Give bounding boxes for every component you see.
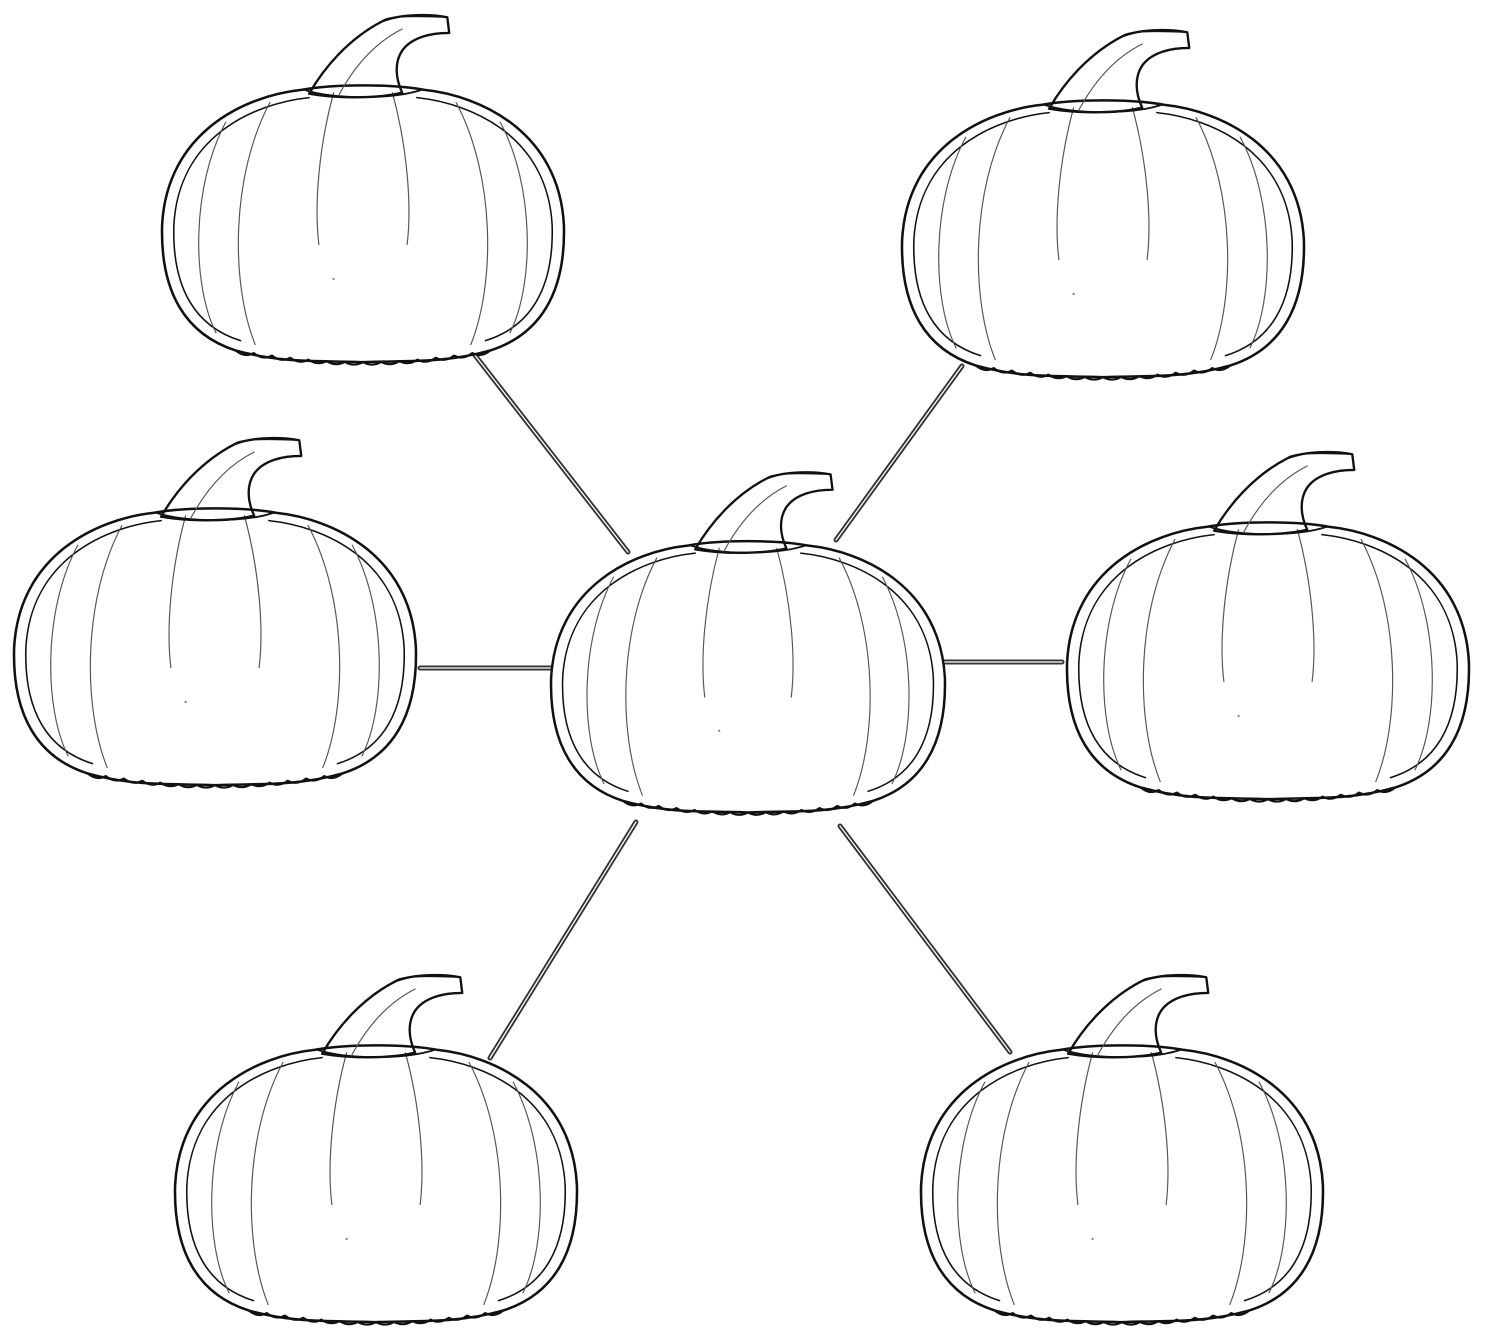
pumpkin-icon <box>1067 452 1469 801</box>
pumpkin-node-bottom-right <box>921 975 1323 1324</box>
pumpkin-icon <box>175 975 577 1324</box>
connector-center-to-top-right <box>836 366 962 540</box>
pumpkin-node-middle-left <box>14 438 416 787</box>
pumpkin-icon <box>921 975 1323 1324</box>
pumpkin-node-middle-right <box>1067 452 1469 801</box>
pumpkin-node-top-right <box>902 30 1304 379</box>
pumpkin-icon <box>14 438 416 787</box>
pumpkin-nodes <box>14 15 1469 1324</box>
pumpkin-icon <box>162 15 564 364</box>
pumpkin-node-top-left <box>162 15 564 364</box>
pumpkin-icon <box>902 30 1304 379</box>
connector-center-to-bottom-right <box>840 826 1010 1052</box>
pumpkin-node-bottom-left <box>175 975 577 1324</box>
connector-center-to-top-left <box>467 345 628 552</box>
pumpkin-icon <box>551 472 945 815</box>
pumpkin-node-center <box>551 472 945 815</box>
connector-center-to-bottom-left <box>490 822 636 1058</box>
